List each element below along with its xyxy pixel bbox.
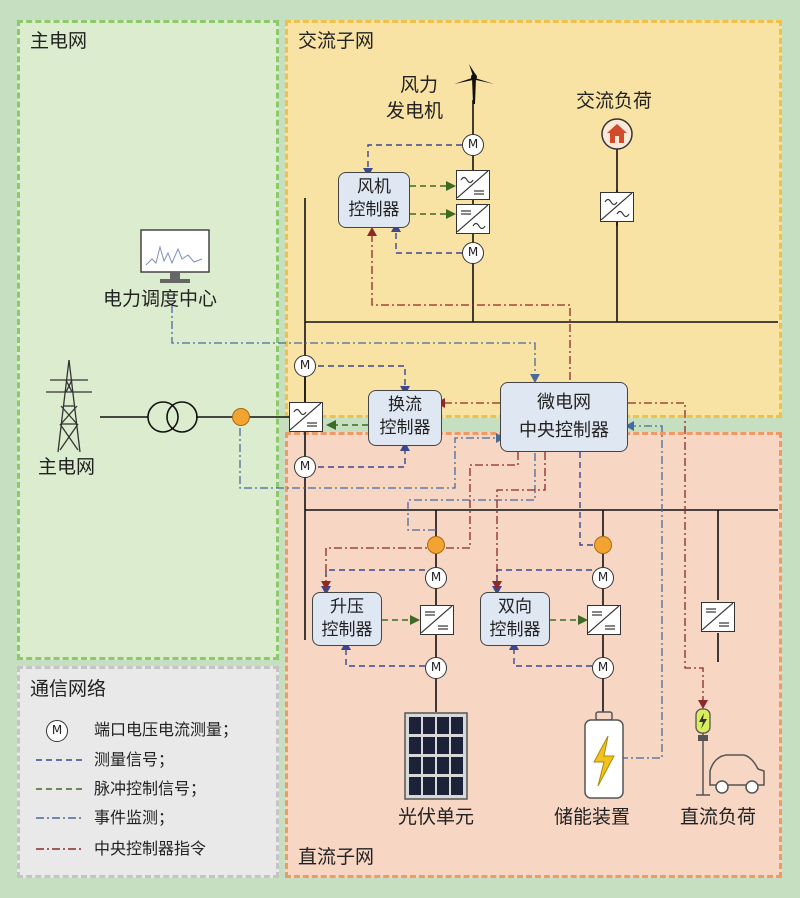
transformer-icon (147, 401, 198, 433)
fan-controller[interactable]: 风机 控制器 (338, 172, 410, 228)
pv-label: 光伏单元 (398, 806, 475, 828)
bidirectional-controller-line2: 控制器 (489, 620, 541, 640)
pv-meter-top: M (425, 567, 447, 589)
legend-pulse-text: 脉冲控制信号； (94, 779, 207, 798)
wind-turbine-icon (454, 64, 494, 104)
dc-subgrid-region (285, 432, 782, 878)
bidirectional-controller-line1: 双向 (498, 597, 532, 617)
transmission-tower-icon (46, 359, 92, 453)
storage-node (594, 536, 612, 554)
converter-controller-line2: 控制器 (379, 418, 431, 438)
wind-meter-bottom: M (462, 242, 484, 264)
storage-label: 储能装置 (554, 806, 631, 828)
converter-icon (456, 204, 489, 233)
ac-port-meter: M (294, 355, 316, 377)
storage-bidirectional-converter (587, 605, 621, 635)
fan-controller-line2: 控制器 (348, 200, 400, 220)
wind-dc-ac-converter (456, 204, 490, 234)
dc-load-label: 直流负荷 (680, 806, 757, 828)
pv-meter-bottom: M (425, 657, 447, 679)
pv-node (427, 536, 445, 554)
converter-icon (587, 605, 620, 634)
ac-subgrid-title: 交流子网 (298, 30, 375, 52)
ac-load-label: 交流负荷 (576, 90, 653, 112)
legend-title: 通信网络 (30, 678, 107, 700)
wind-label: 风力 (400, 74, 439, 96)
monitor-icon (140, 229, 210, 283)
converter-icon (420, 605, 453, 634)
wind-meter-top: M (462, 134, 484, 156)
storage-meter-top: M (592, 567, 614, 589)
main-converter (289, 402, 323, 432)
legend-event-text: 事件监测； (94, 808, 175, 827)
boost-controller-line1: 升压 (330, 597, 364, 617)
pv-boost-converter (420, 605, 454, 635)
fan-controller-line1: 风机 (357, 177, 391, 197)
central-controller[interactable]: 微电网 中央控制器 (500, 382, 628, 452)
central-controller-line1: 微电网 (537, 392, 591, 413)
main-grid-tower-label: 主电网 (38, 456, 96, 478)
dispatch-center-label: 电力调度中心 (103, 288, 218, 310)
dc-load-converter (701, 602, 735, 632)
boost-controller[interactable]: 升压 控制器 (312, 592, 382, 646)
dc-subgrid-title: 直流子网 (298, 846, 375, 868)
boost-controller-line2: 控制器 (321, 620, 373, 640)
converter-icon (456, 170, 489, 199)
wind-label-2: 发电机 (386, 100, 444, 122)
main-grid-region (17, 20, 279, 660)
converter-icon (701, 602, 734, 631)
converter-icon (289, 402, 322, 431)
ev-charging-icon (695, 708, 765, 796)
central-controller-line2: 中央控制器 (519, 420, 609, 441)
main-grid-title: 主电网 (30, 30, 88, 52)
converter-icon (600, 192, 633, 221)
converter-controller[interactable]: 换流 控制器 (368, 390, 442, 446)
wind-ac-dc-converter (456, 170, 490, 200)
storage-meter-bottom: M (592, 657, 614, 679)
solar-panel-icon (404, 712, 468, 800)
ac-load-converter (600, 192, 634, 222)
house-icon (601, 118, 633, 150)
converter-controller-line1: 换流 (388, 395, 422, 415)
legend-meter-text: 端口电压电流测量； (94, 720, 239, 739)
bidirectional-controller[interactable]: 双向 控制器 (480, 592, 550, 646)
dc-port-meter: M (294, 456, 316, 478)
legend-meter-icon: M (46, 720, 68, 742)
legend-measure-text: 测量信号； (94, 750, 175, 769)
legend-central-text: 中央控制器指令 (94, 839, 207, 858)
grid-connection-node (232, 408, 250, 426)
legend-panel (17, 666, 279, 878)
battery-icon (584, 711, 624, 799)
